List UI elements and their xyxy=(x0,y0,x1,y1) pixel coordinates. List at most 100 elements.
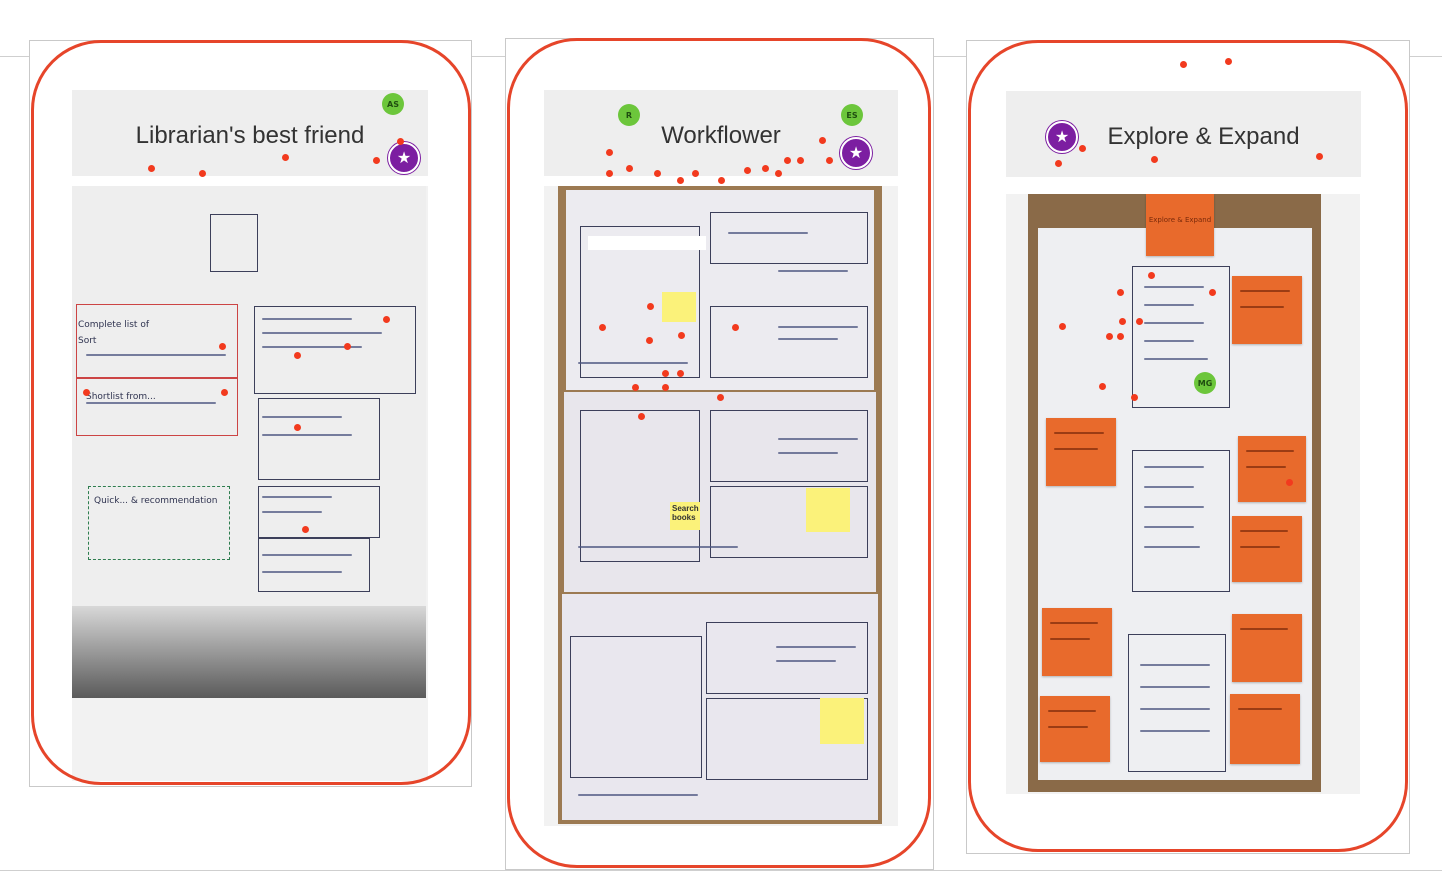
vote-dot xyxy=(1148,272,1155,279)
orange-sticky-note xyxy=(1046,418,1116,486)
orange-sticky-note xyxy=(1232,516,1302,582)
sketch-paper-shadow xyxy=(72,606,426,698)
sketch-box xyxy=(706,698,868,780)
sketch-scribble xyxy=(1144,486,1194,488)
vote-dot xyxy=(638,413,645,420)
orange-sticky-note xyxy=(1040,696,1110,762)
sketch-box xyxy=(258,538,370,592)
sketch-box xyxy=(710,486,868,558)
sketch-scribble xyxy=(262,434,352,436)
sketch-box xyxy=(88,486,230,560)
sketch-box xyxy=(258,486,380,538)
vote-dot xyxy=(1316,153,1323,160)
sketch-box xyxy=(706,622,868,694)
vote-dot xyxy=(1180,61,1187,68)
sketch-scribble xyxy=(728,232,808,234)
vote-dot xyxy=(1151,156,1158,163)
vote-dot xyxy=(1117,333,1124,340)
vote-dot xyxy=(784,157,791,164)
sketch-scribble xyxy=(1140,686,1210,688)
user-avatar[interactable]: AS xyxy=(382,93,404,115)
vote-dot xyxy=(83,389,90,396)
vote-dot xyxy=(732,324,739,331)
user-avatar[interactable]: R xyxy=(618,104,640,126)
sketch-photo[interactable]: Explore & Expand MG xyxy=(1028,194,1321,792)
sketch-scribble xyxy=(1144,322,1204,324)
vote-dot xyxy=(199,170,206,177)
sketch-scribble xyxy=(262,554,352,556)
vote-dot xyxy=(819,137,826,144)
sketch-scribble xyxy=(86,402,216,404)
vote-dot xyxy=(775,170,782,177)
vote-dot xyxy=(1059,323,1066,330)
sketch-scribble xyxy=(778,270,848,272)
sketch-scribble xyxy=(1144,546,1200,548)
vote-dot xyxy=(677,177,684,184)
vote-dot xyxy=(1209,289,1216,296)
vote-dot xyxy=(1106,333,1113,340)
sketch-scribble xyxy=(1144,358,1208,360)
vote-dot xyxy=(1055,160,1062,167)
vote-dot xyxy=(148,165,155,172)
vote-dot xyxy=(383,316,390,323)
sketch-box xyxy=(710,410,868,482)
user-avatar[interactable]: MG xyxy=(1194,372,1216,394)
sketch-box xyxy=(76,378,238,436)
sketch-photo[interactable]: Search books xyxy=(558,186,882,824)
star-icon[interactable]: ★ xyxy=(388,142,420,174)
sketch-scribble xyxy=(1140,708,1210,710)
sketch-scribble xyxy=(776,660,836,662)
board-title[interactable]: Librarian's best friend xyxy=(135,122,365,149)
sketch-scribble xyxy=(262,511,322,513)
sketch-paper xyxy=(72,186,426,616)
vote-dot xyxy=(606,170,613,177)
sketch-box xyxy=(1128,634,1226,772)
sketch-scribble xyxy=(86,354,226,356)
sketch-text: Quick... & recommendation xyxy=(94,496,218,506)
board-title[interactable]: Workflower xyxy=(661,122,781,149)
sketch-box xyxy=(1132,266,1230,408)
sketch-box xyxy=(710,212,868,264)
sketch-scribble xyxy=(262,571,342,573)
board-banner: Librarian's best friend xyxy=(72,90,428,176)
sketch-scribble xyxy=(778,438,858,440)
sketch-scribble xyxy=(1144,526,1194,528)
sketch-scribble xyxy=(778,338,838,340)
vote-dot xyxy=(647,303,654,310)
sketch-box xyxy=(1132,450,1230,592)
sketch-scribble xyxy=(776,646,856,648)
sketch-box xyxy=(254,306,416,394)
vote-dot xyxy=(626,165,633,172)
star-icon[interactable]: ★ xyxy=(840,137,872,169)
vote-dot xyxy=(662,384,669,391)
canvas-guide-bottom xyxy=(0,870,1442,871)
vote-dot xyxy=(1131,394,1138,401)
board-title[interactable]: Explore & Expand xyxy=(1107,123,1300,150)
sketch-box xyxy=(76,304,238,378)
vote-dot xyxy=(678,332,685,339)
sketch-box xyxy=(258,398,380,480)
sketch-scribble xyxy=(262,496,332,498)
vote-dot xyxy=(294,352,301,359)
user-avatar[interactable]: ES xyxy=(841,104,863,126)
sketch-scribble xyxy=(262,318,352,320)
vote-dot xyxy=(744,167,751,174)
vote-dot xyxy=(718,177,725,184)
sketch-text: Complete list of xyxy=(78,320,149,330)
vote-dot xyxy=(826,157,833,164)
vote-dot xyxy=(1117,289,1124,296)
sketch-scribble xyxy=(262,346,362,348)
sketch-text: Sort xyxy=(78,336,97,346)
vote-dot xyxy=(654,170,661,177)
sketch-box xyxy=(710,306,868,378)
sketch-box xyxy=(210,214,258,272)
star-icon[interactable]: ★ xyxy=(1046,121,1078,153)
board-banner: Workflower xyxy=(544,90,898,176)
sketch-scribble xyxy=(578,546,738,548)
vote-dot xyxy=(606,149,613,156)
vote-dot xyxy=(1225,58,1232,65)
sketch-scribble xyxy=(1144,304,1194,306)
sketch-scribble xyxy=(1140,664,1210,666)
sketch-photo[interactable]: Complete list of Sort Shortlist from... … xyxy=(72,186,426,698)
sketch-scribble xyxy=(578,362,688,364)
